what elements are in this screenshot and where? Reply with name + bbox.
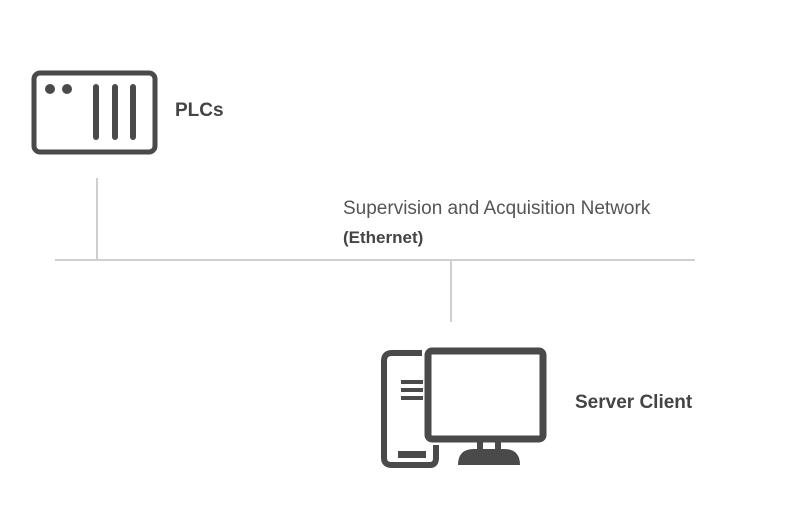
plc-connector: [96, 178, 98, 261]
network-title: Supervision and Acquisition Network: [343, 198, 651, 219]
server-connector: [450, 260, 452, 322]
desktop-computer-icon: [381, 347, 547, 468]
network-subtitle: (Ethernet): [343, 228, 424, 247]
plc-label: PLCs: [175, 100, 224, 121]
server-label: Server Client: [575, 392, 693, 413]
network-bus-line: [55, 259, 695, 261]
plc-rack-icon: [31, 70, 158, 155]
